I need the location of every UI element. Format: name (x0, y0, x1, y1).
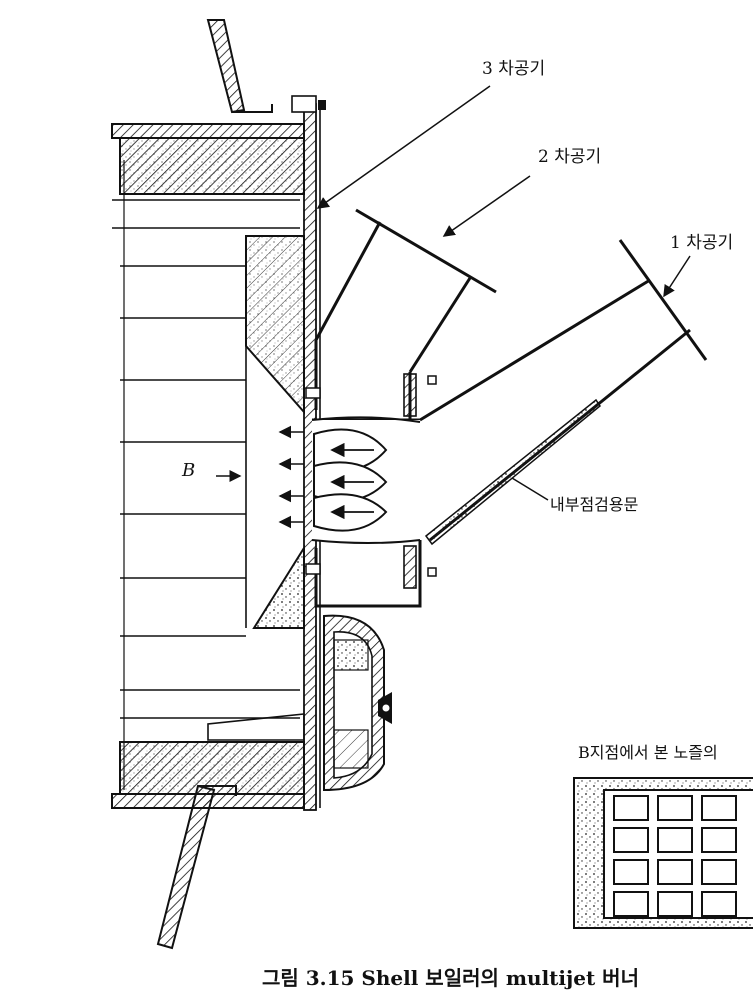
flow-arrows (278, 425, 304, 529)
nozzle-cell (701, 795, 737, 821)
nozzle-cell (657, 859, 693, 885)
shell-wall-bottom (156, 784, 237, 950)
label-primary-air: 1 차공기 (670, 233, 733, 253)
nozzle-grid-inset (573, 777, 753, 929)
nozzle-cell (613, 795, 649, 821)
nozzle-cell (613, 891, 649, 917)
bolts (305, 375, 437, 577)
top-casing (111, 123, 305, 195)
leader-lines (216, 85, 691, 501)
nozzle-cell (613, 827, 649, 853)
nozzle-cell (701, 891, 737, 917)
nozzle-cell (657, 827, 693, 853)
label-inspection-door: 내부점검용문 (550, 495, 638, 514)
refractory-quarl-top (245, 235, 305, 415)
front-plate (291, 95, 326, 811)
shell-wall-top (206, 19, 273, 114)
refractory-quarl-bottom (252, 544, 305, 629)
nozzle-cell (701, 827, 737, 853)
nozzle-cell (657, 891, 693, 917)
lower-nozzle-box (314, 373, 422, 608)
nozzle-cell (657, 795, 693, 821)
inspection-door-panel (424, 398, 602, 546)
label-point-b: B (181, 460, 195, 481)
nozzle-cell (613, 859, 649, 885)
flame-nozzle-3 (313, 493, 388, 532)
label-b-view: B지점에서 본 노즐의 (578, 743, 718, 762)
nozzle-cell (701, 859, 737, 885)
label-tertiary-air: 3 차공기 (482, 59, 545, 79)
observation-door (323, 614, 392, 792)
furnace-tube-lines (112, 160, 300, 790)
bottom-casing (111, 741, 305, 809)
figure-caption: 그림 3.15 Shell 보일러의 multijet 버너 (262, 966, 639, 990)
label-secondary-air: 2 차공기 (538, 147, 601, 167)
